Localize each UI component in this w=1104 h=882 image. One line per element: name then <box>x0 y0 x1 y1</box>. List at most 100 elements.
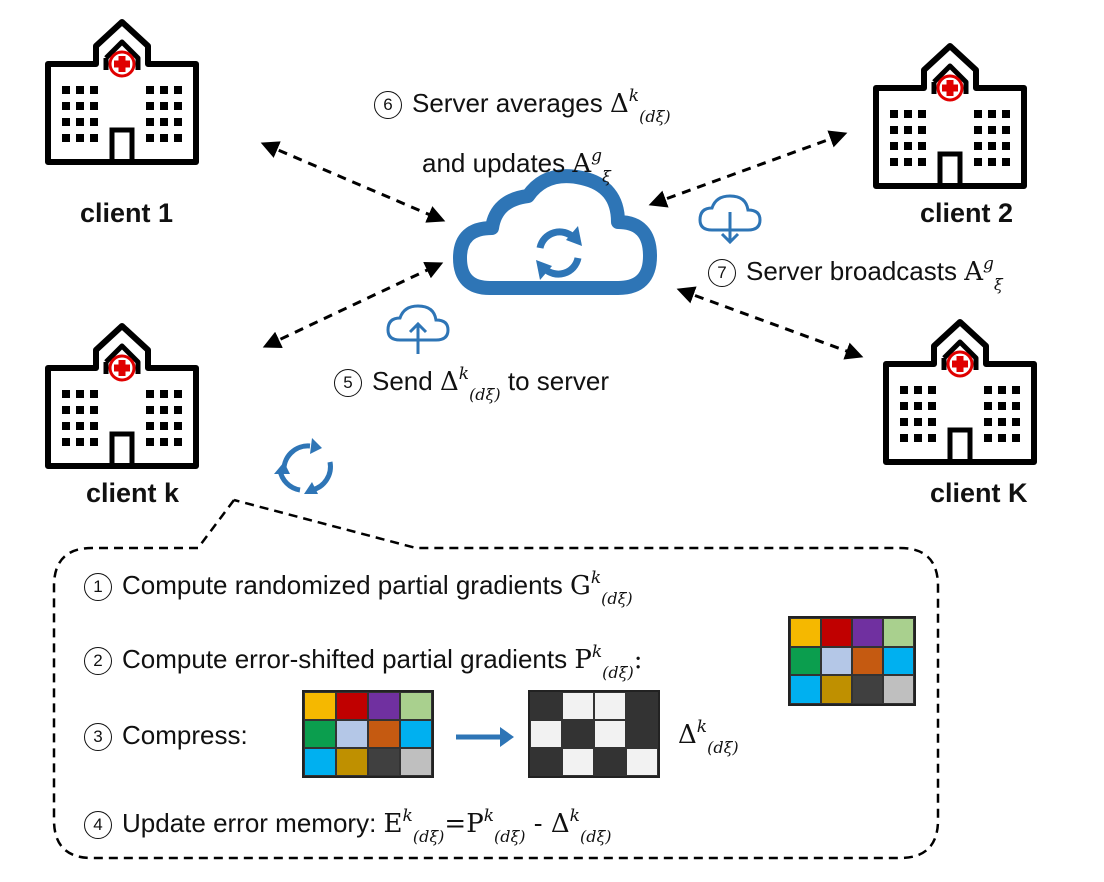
matrix-cell <box>883 618 914 647</box>
delta-symbol: Δ <box>610 89 629 119</box>
matrix-cell <box>336 692 368 720</box>
hospital-icon-client-2 <box>876 46 1024 186</box>
matrix-cell <box>883 675 914 704</box>
matrix-cell <box>368 692 400 720</box>
matrix-cell <box>562 720 594 748</box>
subscript-xi: ξ <box>993 275 1003 294</box>
sub-close: ) <box>664 107 671 126</box>
A-symbol: A <box>964 257 983 287</box>
step-7-text: Server broadcasts <box>746 256 957 286</box>
matrix-cell <box>530 692 562 720</box>
matrix-cell <box>626 692 658 720</box>
callout-pointer <box>52 498 940 860</box>
hospital-icon-client-K <box>886 322 1034 462</box>
matrix-cell <box>790 675 821 704</box>
matrix-cell <box>852 646 883 676</box>
arrow-clientK-server <box>676 286 864 360</box>
matrix-cell <box>530 748 562 776</box>
matrix-cell <box>626 748 658 776</box>
cloud-upload-icon <box>386 304 450 354</box>
client-1-label: client 1 <box>80 198 174 228</box>
matrix-cell <box>594 748 626 776</box>
matrix-cell <box>852 618 883 647</box>
matrix-cell <box>336 720 368 748</box>
G-symbol: G <box>570 571 591 601</box>
step-1-text: Compute randomized partial gradients <box>122 570 563 600</box>
matrix-cell <box>852 675 883 704</box>
step-2-text: Compute error-shifted partial gradients <box>122 644 568 674</box>
subscript-xi: ξ <box>602 167 611 186</box>
local-update-cycle-icon <box>274 438 333 494</box>
step-5-text-post: to server <box>507 366 609 396</box>
matrix-cell <box>368 748 400 776</box>
sub-xi: ξ <box>655 107 665 126</box>
matrix-cell <box>562 748 594 776</box>
matrix-cell <box>626 720 658 748</box>
matrix-cell <box>304 692 336 720</box>
matrix-cell <box>400 692 432 720</box>
step-7: 7 Server broadcasts Agξ <box>708 254 1003 293</box>
matrix-cell <box>821 646 852 676</box>
matrix-cell <box>400 748 432 776</box>
arrow-client1-server <box>260 141 446 223</box>
arrow-clientk-server <box>262 261 444 349</box>
step-6-delta: Δk(dξ) <box>610 86 671 125</box>
step-7-number: 7 <box>708 259 736 288</box>
A-symbol: A <box>572 149 592 179</box>
matrix-cell <box>336 748 368 776</box>
client-2-label: client 2 <box>920 198 1014 228</box>
superscript-k: k <box>628 86 640 106</box>
error-shifted-gradient-matrix <box>788 616 916 706</box>
step-6-line1: 6 Server averages Δk(dξ) <box>374 86 671 125</box>
matrix-cell <box>530 720 562 748</box>
step-2-number: 2 <box>84 647 112 676</box>
uncompressed-gradient-matrix <box>302 690 434 778</box>
client-k-label: client k <box>86 478 180 508</box>
hospital-icon-client-1 <box>48 22 196 162</box>
matrix-cell <box>790 646 821 676</box>
matrix-cell <box>594 720 626 748</box>
step-6-text-2: and updates <box>422 148 566 178</box>
superscript-g: g <box>591 146 603 166</box>
arrow-client2-server <box>648 130 848 208</box>
step-2: 2 Compute error-shifted partial gradients… <box>84 644 642 681</box>
matrix-cell <box>304 720 336 748</box>
server-cloud-icon <box>453 169 657 295</box>
compress-arrow <box>456 727 514 747</box>
superscript-k: k <box>458 364 470 384</box>
step-3: 3 Compress: <box>84 720 248 752</box>
step-3-text: Compress: <box>122 720 248 750</box>
hospital-icon-client-k <box>48 326 196 466</box>
matrix-cell <box>562 692 594 720</box>
step-6-line2: and updates Agξ <box>422 146 611 185</box>
delta-symbol: Δ <box>439 367 459 397</box>
sub-d: (d <box>639 107 656 126</box>
step-4-text: Update error memory: <box>122 808 377 838</box>
compressed-sparse-matrix <box>528 690 660 778</box>
step-1-number: 1 <box>84 573 112 602</box>
step-6-number: 6 <box>374 91 402 120</box>
matrix-cell <box>368 720 400 748</box>
client-K-label: client K <box>930 478 1028 508</box>
matrix-cell <box>883 646 914 676</box>
step-3-number: 3 <box>84 723 112 752</box>
communication-arrows <box>260 130 864 360</box>
matrix-cell <box>821 618 852 647</box>
P-symbol: P <box>574 645 592 675</box>
matrix-cell <box>790 618 821 647</box>
step-3-delta: Δk(dξ) <box>678 717 739 757</box>
step-4-number: 4 <box>84 811 112 840</box>
cloud-download-icon <box>698 194 762 245</box>
matrix-cell <box>304 748 336 776</box>
matrix-cell <box>821 675 852 704</box>
matrix-cell <box>400 720 432 748</box>
step-5-text-pre: Send <box>372 366 433 396</box>
matrix-cell <box>594 692 626 720</box>
step-5-number: 5 <box>334 369 362 398</box>
superscript-g: g <box>983 254 994 274</box>
step-6-text: Server averages <box>412 88 603 118</box>
